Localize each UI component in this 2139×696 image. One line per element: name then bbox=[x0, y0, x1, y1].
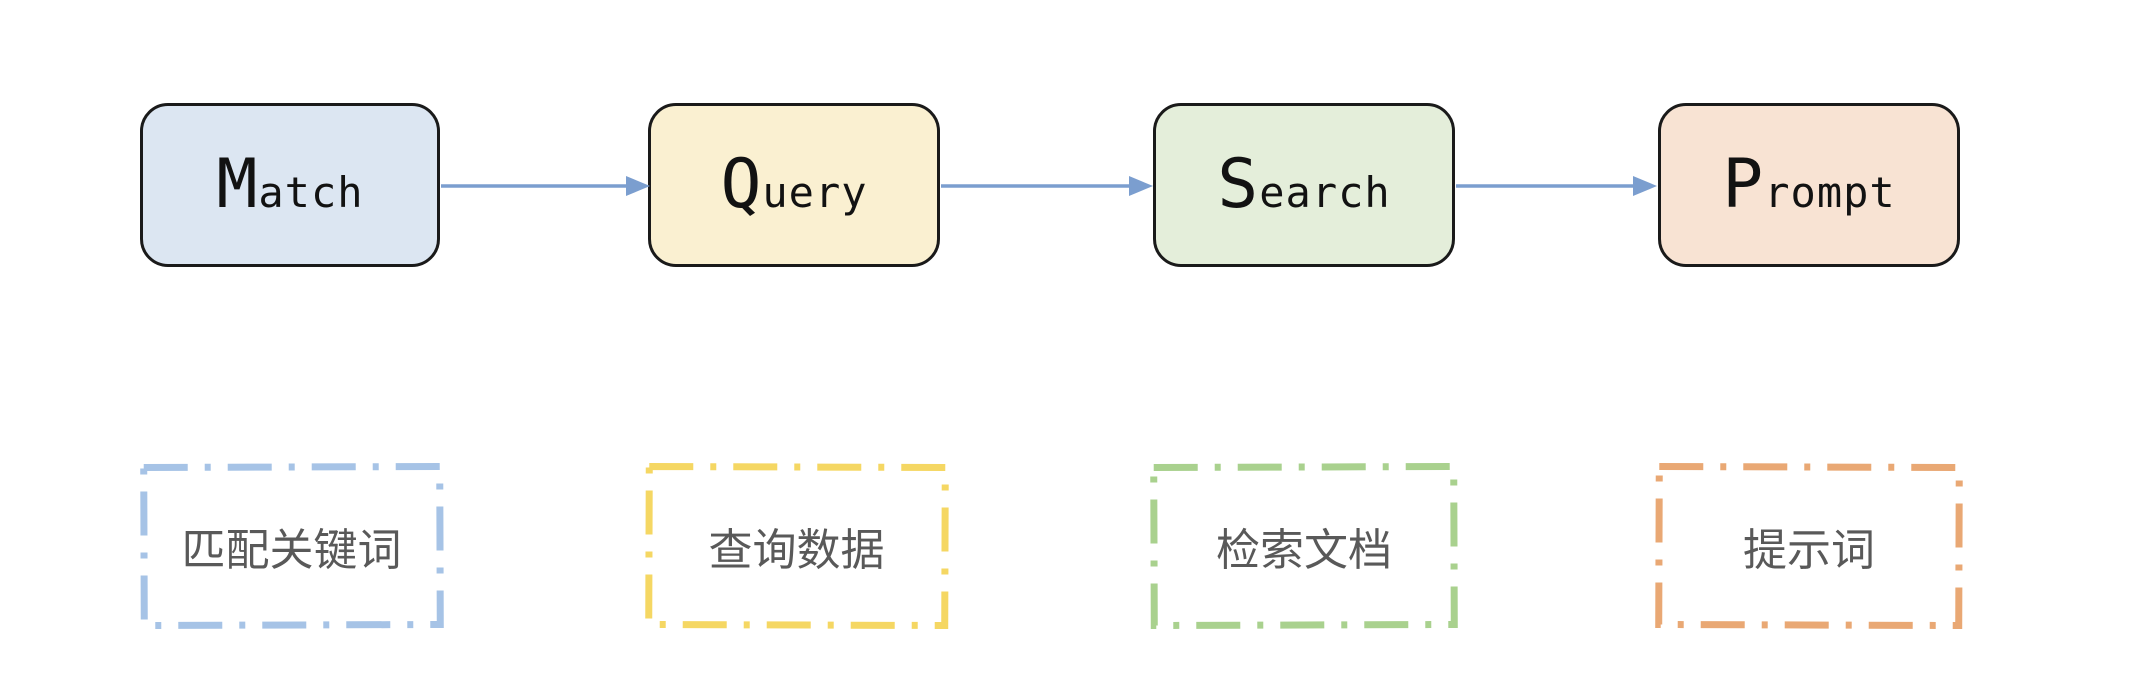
node-search: Search bbox=[1153, 103, 1455, 267]
node-prompt: Prompt bbox=[1658, 103, 1960, 267]
arrow-query-to-search bbox=[941, 176, 1153, 196]
arrowhead-icon bbox=[626, 176, 650, 196]
node-search-label: Search bbox=[1217, 145, 1391, 224]
description-query: 查询数据 bbox=[708, 526, 885, 575]
description-prompt: 提示词 bbox=[1743, 526, 1875, 575]
node-match-label: Match bbox=[216, 145, 364, 224]
arrowhead-icon bbox=[1129, 176, 1153, 196]
description-search: 检索文档 bbox=[1216, 526, 1392, 575]
node-query-label: Query bbox=[720, 145, 868, 224]
description-match: 匹配关键词 bbox=[181, 526, 402, 575]
node-match: Match bbox=[140, 103, 440, 267]
node-query: Query bbox=[648, 103, 940, 267]
arrow-match-to-query bbox=[441, 176, 650, 196]
arrow-search-to-prompt bbox=[1456, 176, 1657, 196]
arrowhead-icon bbox=[1633, 176, 1657, 196]
node-prompt-label: Prompt bbox=[1722, 145, 1896, 224]
